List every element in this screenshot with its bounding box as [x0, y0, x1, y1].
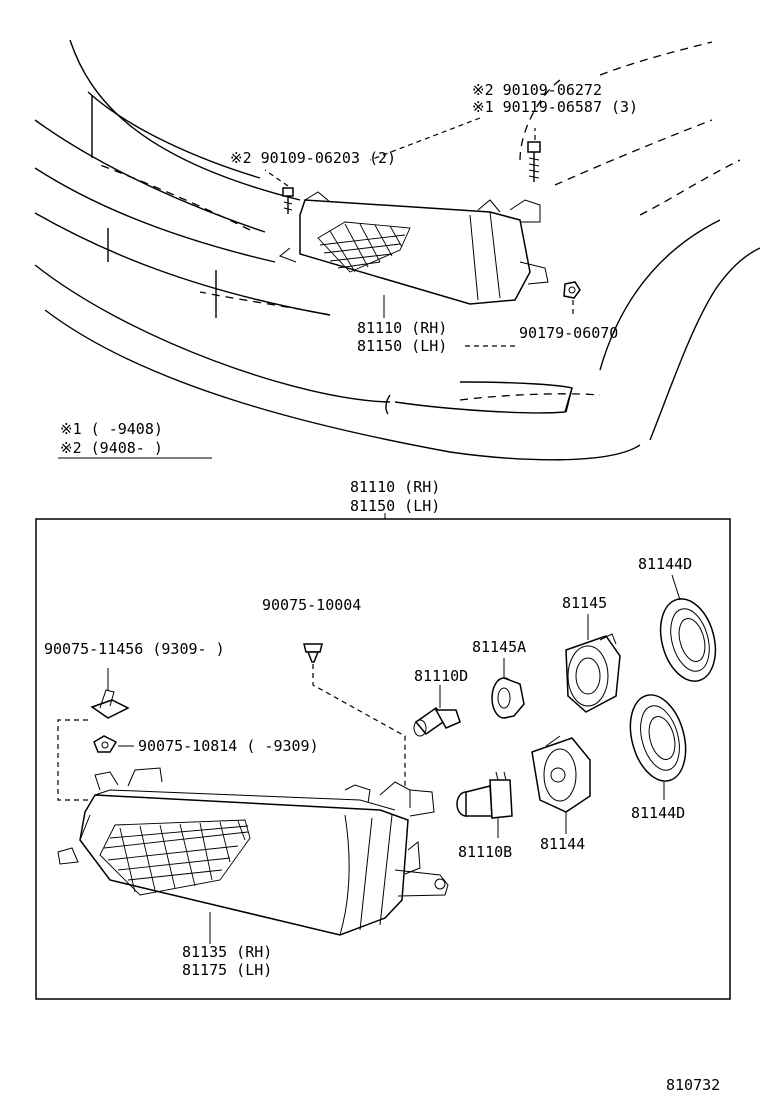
nut-callout: 90179-06070	[519, 324, 618, 342]
cover-81144D-top-callout: 81144D	[638, 555, 692, 573]
bolt-top-left	[282, 187, 294, 214]
screw-1-callout: ※1 90119-06587 (3)	[472, 98, 638, 116]
fender-line-1	[34, 119, 266, 233]
hood-edge	[69, 39, 301, 201]
socket-81145A-callout: 81145A	[472, 638, 526, 656]
bulb-81110D	[413, 706, 461, 737]
bulb-81110D-callout: 81110D	[414, 667, 468, 685]
bulb-81110B-callout: 81110B	[458, 843, 512, 861]
headlamp-top-view	[279, 191, 549, 305]
clip-lower-callout: 90075-10814 ( -9309)	[138, 737, 319, 755]
screw-2-callout: ※2 90109-06272	[472, 81, 602, 99]
figure-number: 810732	[666, 1076, 720, 1094]
unit-lh-callout: 81175 (LH)	[182, 961, 272, 979]
clip-90075-10814	[93, 735, 118, 753]
legend-note-1: ※1 ( -9408)	[60, 420, 163, 438]
clip-left-callout: 90075-11456 (9309- )	[44, 640, 225, 658]
holder-81144	[531, 735, 591, 813]
vehicle-body-outline	[34, 39, 760, 461]
socket-81145A	[491, 677, 525, 719]
assembly-frame	[35, 518, 731, 1000]
holder-81145-callout: 81145	[562, 594, 607, 612]
assembly-title-rh: 81110 (RH)	[350, 478, 440, 496]
nut-top-right	[563, 281, 581, 299]
legend-note-2: ※2 (9408- )	[60, 439, 163, 457]
headlamp-lh-callout: 81150 (LH)	[357, 337, 447, 355]
headlamp-rh-callout: 81110 (RH)	[357, 319, 447, 337]
cover-81144D-bottom-callout: 81144D	[631, 804, 685, 822]
assembly-title-lh: 81150 (LH)	[350, 497, 440, 515]
unit-rh-callout: 81135 (RH)	[182, 943, 272, 961]
clip-90075-11456	[90, 689, 130, 719]
holder-81145	[565, 633, 621, 713]
holder-81144-callout: 81144	[540, 835, 585, 853]
bolt-2-callout: ※2 90109-06203 (2)	[230, 149, 396, 167]
assembly-leaders	[57, 574, 681, 944]
bulb-81110B	[456, 771, 513, 819]
screw-top-right	[527, 141, 541, 182]
wheel-arch	[649, 247, 760, 441]
clip-90075-10004	[303, 643, 323, 663]
cover-81144D-bottom	[629, 694, 687, 782]
clip-top-callout: 90075-10004	[262, 596, 361, 614]
top-leaders	[264, 117, 574, 347]
cover-81144D-top	[659, 598, 717, 682]
headlamp-unit	[57, 767, 449, 936]
